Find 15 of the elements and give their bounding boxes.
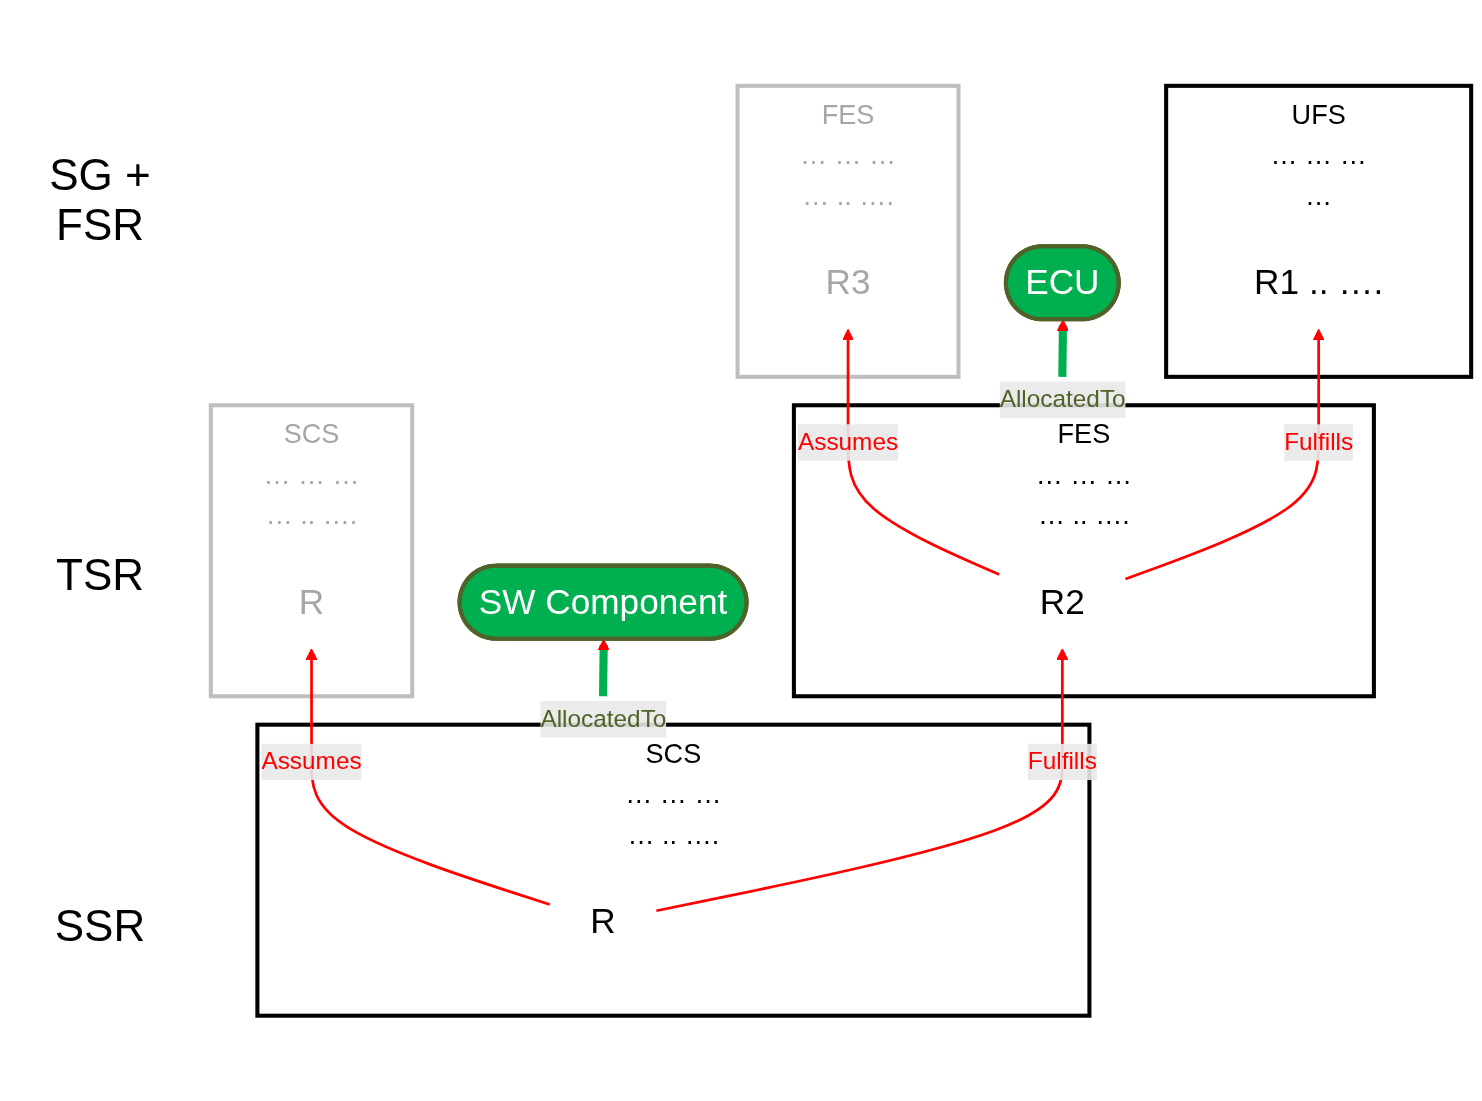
arrow [1124, 328, 1325, 581]
edge-label: Assumes [797, 428, 899, 456]
arrow [842, 328, 1000, 576]
level-label: SSR [53, 900, 147, 951]
edge-label: Fulfills [1284, 428, 1354, 456]
arrow [305, 648, 551, 906]
level-label: TSR [55, 550, 145, 601]
arrow [656, 648, 1069, 912]
node-text: R [298, 580, 325, 622]
level-label: SG + FSR [48, 150, 152, 251]
node-text: R2 [1039, 580, 1085, 622]
node-text: R3 [825, 261, 871, 303]
edge-label: Assumes [261, 747, 362, 775]
node-text: R1 .. …. [1254, 261, 1384, 303]
node-text: R [590, 900, 616, 941]
